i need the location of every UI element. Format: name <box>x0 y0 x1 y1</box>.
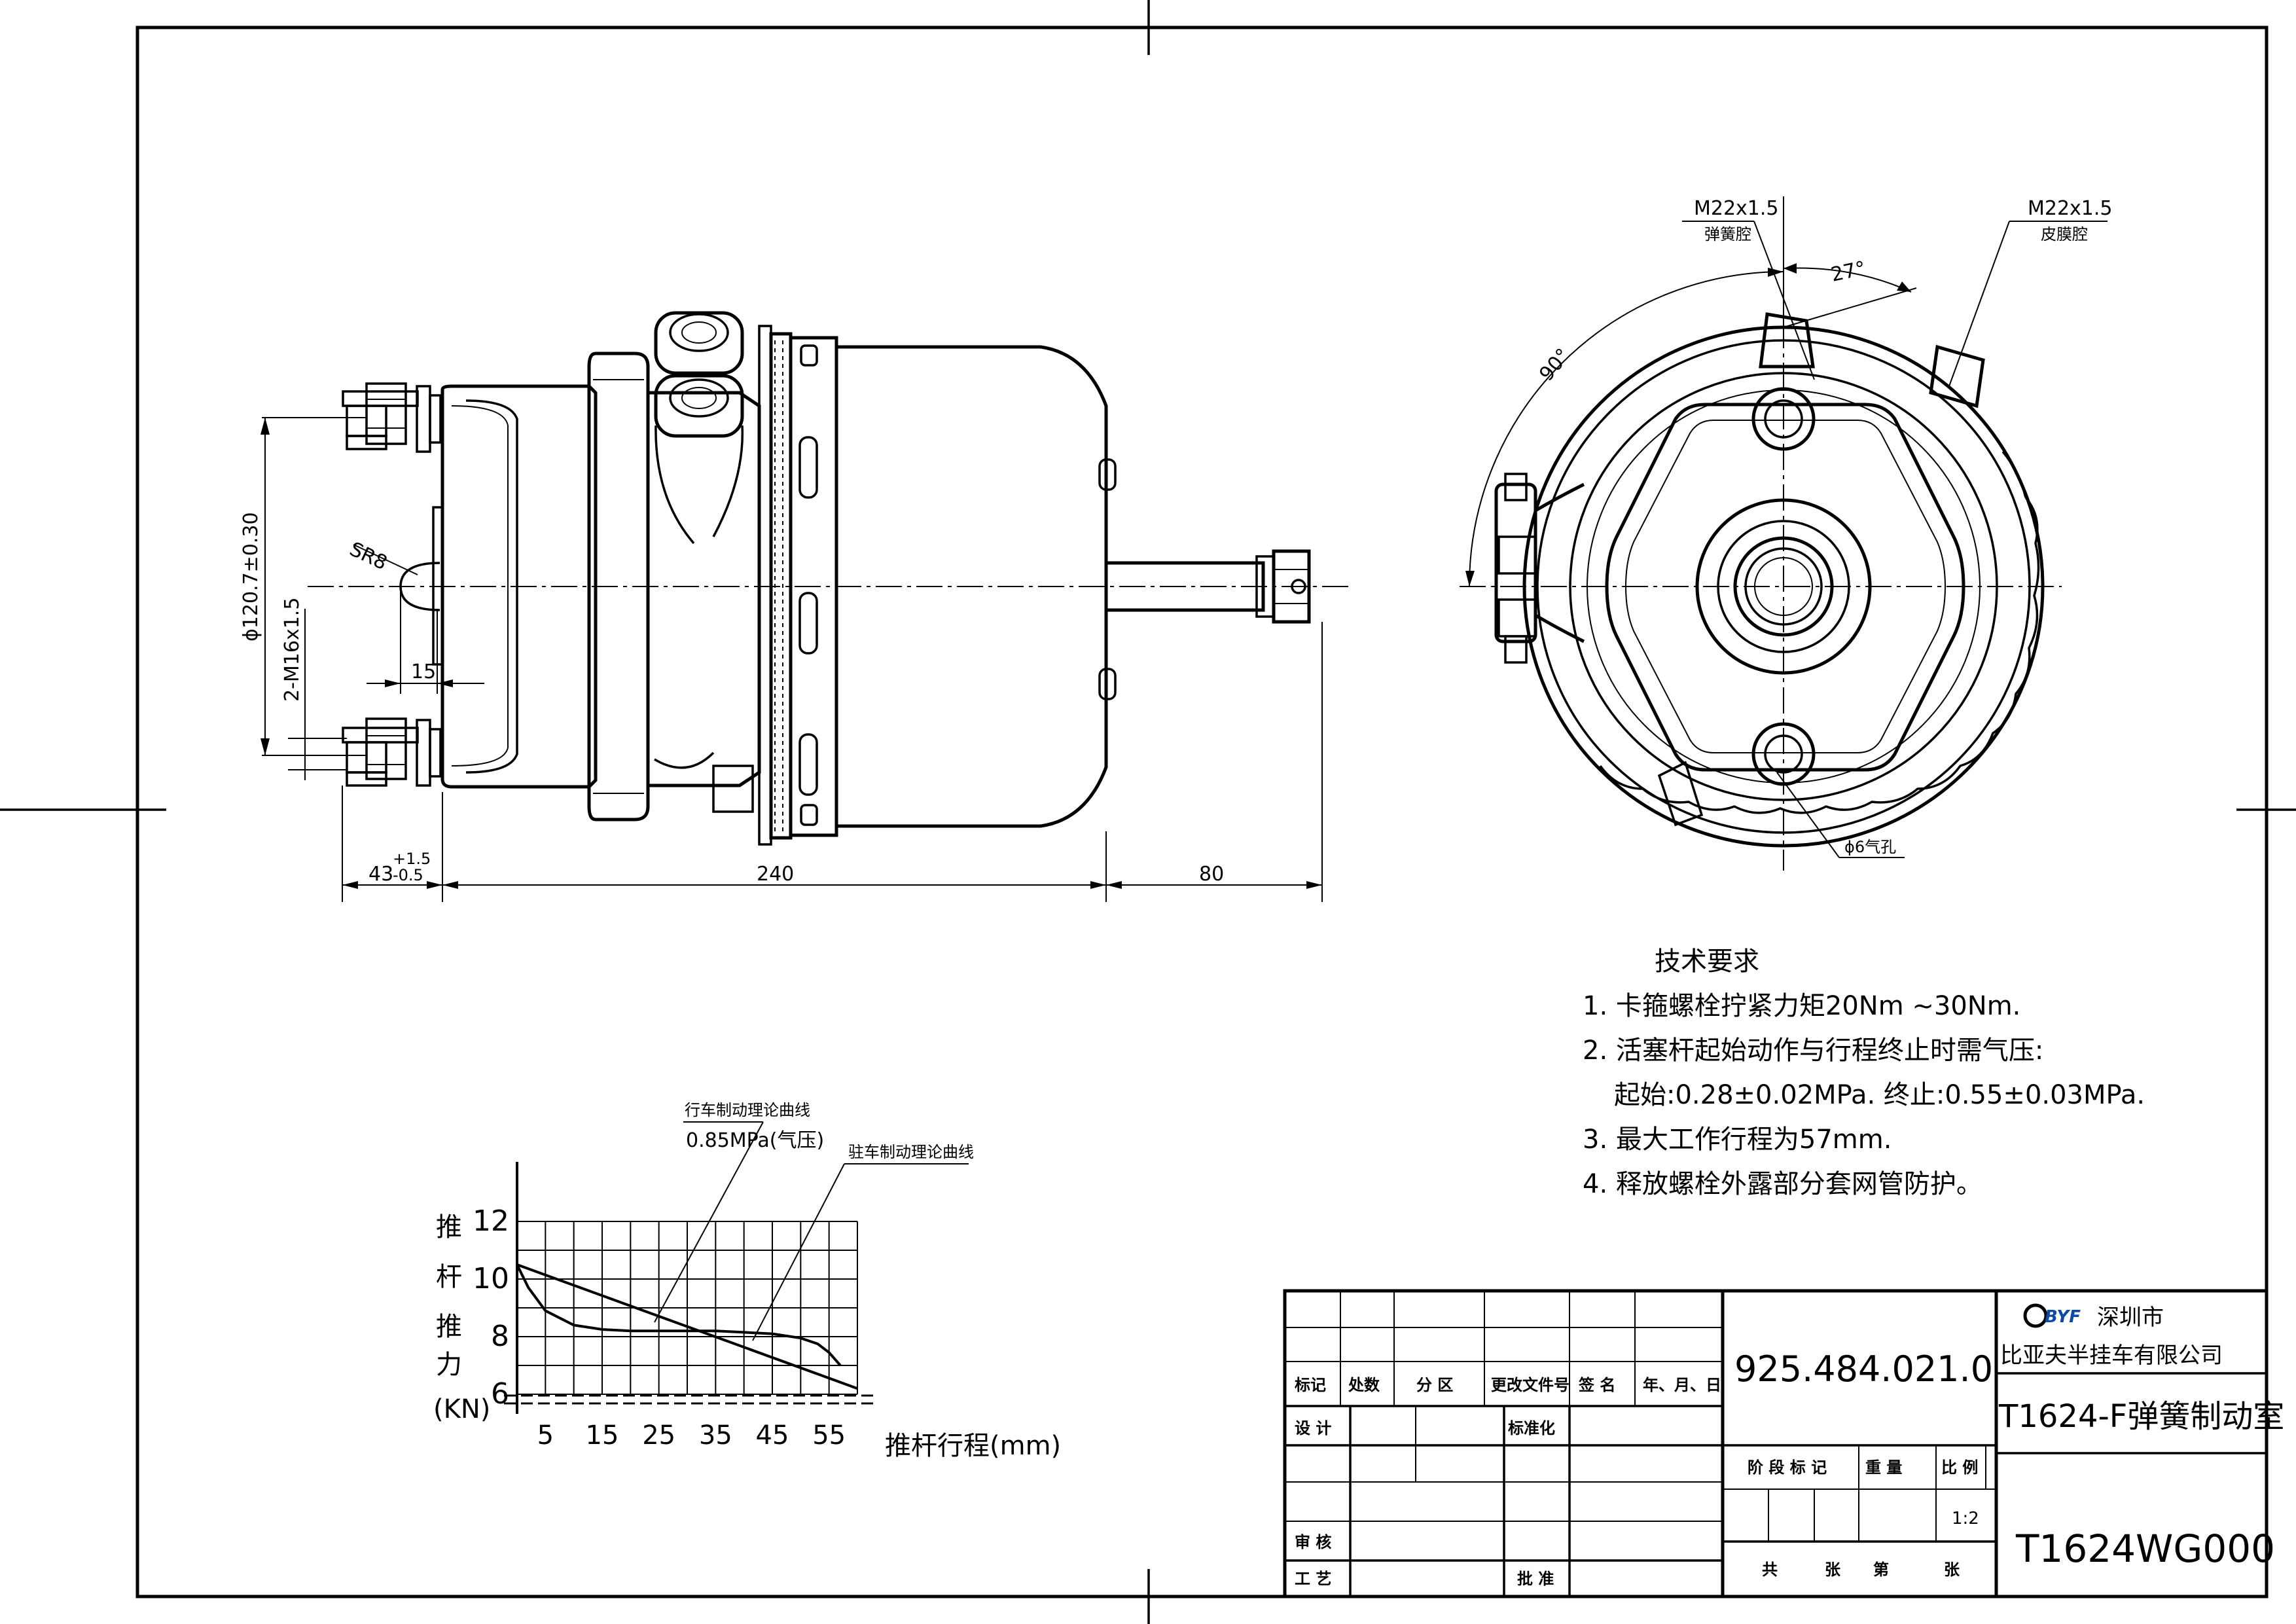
part-number: T1624WG000 <box>2015 1526 2275 1571</box>
company-name-line2: 比亚夫半挂车有限公司 <box>2000 1343 2223 1369</box>
part-name: T1624-F弹簧制动室 <box>1998 1398 2284 1435</box>
angle-90-label: 90° <box>1535 344 1575 386</box>
row-approve: 批 准 <box>1517 1570 1554 1588</box>
service-curve-leader <box>654 1121 764 1323</box>
x-tick-label: 45 <box>756 1420 789 1451</box>
x-axis-label: 推杆行程(mm) <box>885 1431 1061 1461</box>
title-block: BYF 深圳市 比亚夫半挂车有限公司 925.484.021.0 T1624-F… <box>1283 1289 2284 1598</box>
sheets-unit-1: 张 <box>1825 1561 1841 1579</box>
x-tick-label: 55 <box>812 1420 846 1451</box>
header-mark: 标记 <box>1295 1376 1326 1394</box>
tech-line-1: 1. 卡箍螺栓拧紧力矩20Nm ~30Nm. <box>1583 991 2020 1021</box>
y-tick-label: 12 <box>473 1204 509 1238</box>
col-weight: 重 量 <box>1865 1458 1902 1477</box>
dim-sr8: SR8 <box>346 538 391 575</box>
parking-curve-leader <box>752 1163 845 1341</box>
mounting-stud-bottom <box>342 717 442 787</box>
series-line-1 <box>516 1263 858 1390</box>
side-view-dimensions <box>260 417 1323 902</box>
chart-tick-labels: 5 15 25 35 45 55 6 8 10 12 <box>473 1204 846 1451</box>
chart-series <box>516 1263 858 1390</box>
push-rod <box>1104 549 1311 624</box>
row-process: 工 艺 <box>1295 1570 1331 1588</box>
row-standard: 标准化 <box>1508 1419 1555 1437</box>
tech-line-3: 起始:0.28±0.02MPa. 终止:0.55±0.03MPa. <box>1614 1080 2145 1110</box>
y-tick-label: 10 <box>473 1262 509 1295</box>
sheets-total: 共 <box>1762 1561 1778 1579</box>
technical-requirements: 技术要求 1. 卡箍螺栓拧紧力矩20Nm ~30Nm. 2. 活塞杆起始动作与行… <box>1583 947 2145 1199</box>
chart-axes <box>504 1162 877 1414</box>
y-tick-label: 8 <box>491 1320 509 1353</box>
dim-15: 15 <box>411 660 436 683</box>
col-ratio: 比 例 <box>1941 1458 1978 1477</box>
dim-m16-thread: 2-M16x1.5 <box>281 598 304 702</box>
x-tick-label: 5 <box>537 1420 554 1451</box>
dim-43: 43 <box>368 863 393 886</box>
clamp-ring <box>758 325 838 846</box>
row-design: 设 计 <box>1295 1419 1331 1437</box>
port1-thread-label: M22x1.5 <box>1694 197 1779 220</box>
col-stage-mark: 阶 段 标 记 <box>1748 1458 1827 1477</box>
header-date: 年、月、日 <box>1643 1376 1721 1394</box>
y-axis-label-char-4: 力 <box>436 1350 462 1380</box>
parking-curve-label: 驻车制动理论曲线 <box>848 1143 974 1161</box>
y-tick-label: 6 <box>491 1377 509 1411</box>
company-logo-icon <box>2023 1303 2048 1328</box>
mounting-stud-top <box>342 382 442 453</box>
tech-line-2: 2. 活塞杆起始动作与行程终止时需气压: <box>1583 1036 2043 1066</box>
end-view: M22x1.5 弹簧腔 M22x1.5 皮膜腔 27° 90° ϕ6气孔 <box>1460 196 2113 871</box>
x-tick-label: 15 <box>586 1420 619 1451</box>
side-view: ϕ120.7±0.30 2-M16x1.5 SR8 15 43 +1.5 -0.… <box>240 311 1348 902</box>
tech-line-4: 3. 最大工作行程为57mm. <box>1583 1125 1892 1155</box>
tech-title: 技术要求 <box>1655 947 1759 977</box>
y-axis-label-char-3: 推 <box>436 1312 462 1342</box>
tech-line-5: 4. 释放螺栓外露部分套网管防护。 <box>1583 1169 1982 1199</box>
company-logo-text: BYF <box>2045 1307 2081 1327</box>
sheets-nth: 第 <box>1873 1561 1889 1579</box>
company-name-line1: 深圳市 <box>2097 1305 2164 1331</box>
port-stubs <box>1657 312 1985 827</box>
sheets-unit-2: 张 <box>1944 1561 1960 1579</box>
angle-27-label: 27° <box>1829 257 1867 287</box>
x-tick-label: 25 <box>642 1420 675 1451</box>
series-line-2 <box>516 1264 842 1367</box>
header-count: 处数 <box>1348 1376 1380 1394</box>
port2-name-label: 皮膜腔 <box>2041 225 2088 244</box>
y-axis-label-char-2: 杆 <box>436 1262 462 1292</box>
dim-80: 80 <box>1199 863 1224 886</box>
clamp-bolt <box>1494 473 1585 664</box>
y-axis-label-char-1: 推 <box>436 1212 462 1242</box>
header-sign: 签 名 <box>1578 1376 1615 1394</box>
dim-43-tol-lower: -0.5 <box>393 866 423 884</box>
air-hole-label: ϕ6气孔 <box>1844 838 1896 856</box>
row-review: 审 核 <box>1295 1533 1331 1551</box>
header-zone: 分 区 <box>1416 1376 1453 1394</box>
service-curve-label: 行车制动理论曲线 <box>685 1101 810 1119</box>
y-axis-unit: (KN) <box>433 1394 490 1424</box>
end-view-annotations <box>1465 196 2108 858</box>
dim-240: 240 <box>757 863 794 886</box>
port2-thread-label: M22x1.5 <box>2028 197 2113 220</box>
dim-43-tol-upper: +1.5 <box>393 850 431 868</box>
port1-name-label: 弹簧腔 <box>1704 225 1751 244</box>
header-change-doc: 更改文件号 <box>1491 1376 1570 1394</box>
air-port-bosses <box>654 311 744 545</box>
chart-grid <box>516 1221 858 1395</box>
dim-phi-120: ϕ120.7±0.30 <box>240 512 262 641</box>
x-tick-label: 35 <box>699 1420 732 1451</box>
drawing-code: 925.484.021.0 <box>1734 1348 1993 1390</box>
service-curve-pressure: 0.85MPa(气压) <box>686 1129 824 1152</box>
drawing-scale: 1:2 <box>1952 1509 1979 1528</box>
